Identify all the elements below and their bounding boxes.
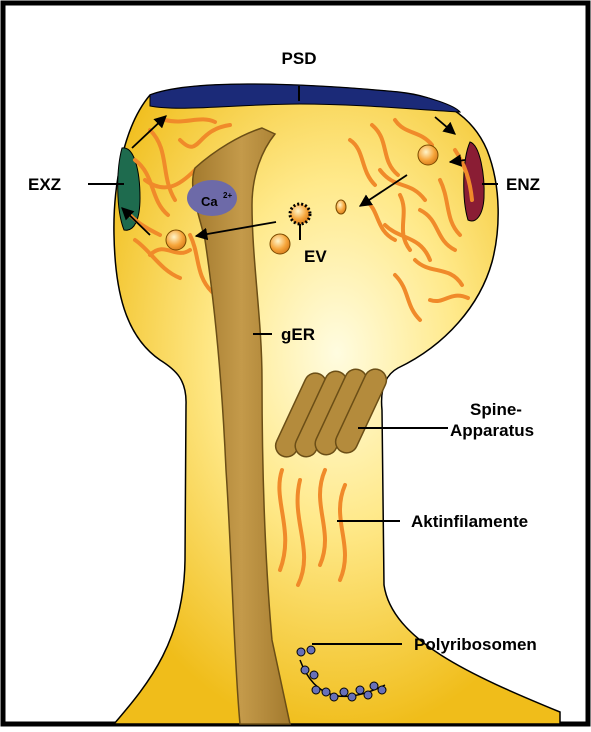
enz-label: ENZ <box>506 175 540 194</box>
ribosome <box>378 686 386 694</box>
ribosome <box>340 688 348 696</box>
ribosome <box>312 686 320 694</box>
ribosome <box>301 666 309 674</box>
ribosome <box>322 688 330 696</box>
ribosome <box>356 686 364 694</box>
exz-label: EXZ <box>28 175 61 194</box>
aktinfilamente-label: Aktinfilamente <box>411 512 528 531</box>
ribosome <box>297 648 305 656</box>
actin-filament <box>165 119 215 122</box>
vesicle <box>166 230 186 250</box>
coated-vesicle <box>290 204 310 224</box>
polyribosomen-label: Polyribosomen <box>414 635 537 654</box>
vesicle <box>418 145 438 165</box>
ribosome <box>310 671 318 679</box>
ribosome <box>370 682 378 690</box>
vesicle-small <box>336 200 346 214</box>
vesicle <box>270 234 290 254</box>
ribosome <box>307 646 315 654</box>
spine-apparatus-label-line1: Spine- <box>470 400 522 419</box>
ribosome <box>348 693 356 701</box>
psd-label: PSD <box>282 49 317 68</box>
ca-label: Ca <box>201 194 218 209</box>
ev-label: EV <box>304 247 327 266</box>
ca-superscript: 2+ <box>223 191 232 200</box>
ger-label: gER <box>281 325 315 344</box>
ribosome <box>330 693 338 701</box>
spine-apparatus-label-line2: Apparatus <box>450 421 534 440</box>
ribosome <box>364 691 372 699</box>
